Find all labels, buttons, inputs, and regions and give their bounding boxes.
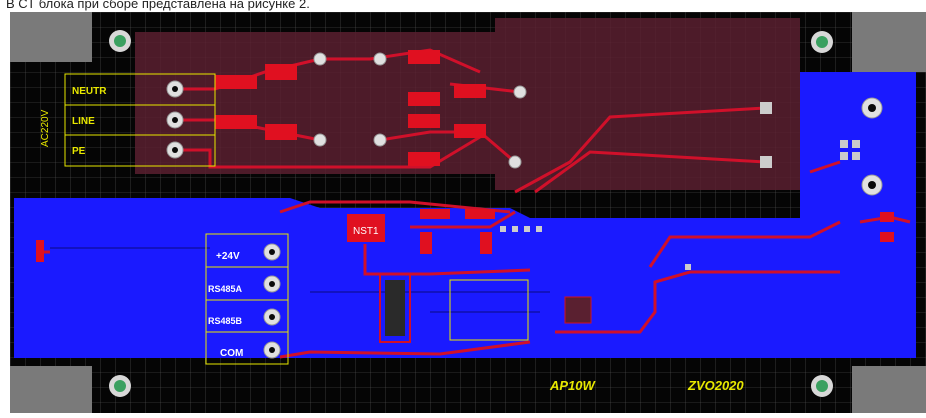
input-terminal-silkscreen — [64, 73, 216, 167]
mounting-holes — [109, 30, 833, 397]
output-label-rs485b: RS485B — [208, 316, 243, 326]
top-traces — [40, 48, 911, 359]
pad-6 — [508, 155, 522, 169]
resistor-1 — [215, 115, 257, 129]
smd-led — [36, 240, 44, 262]
pad-1 — [313, 52, 327, 66]
figure-caption: В СТ блока при сборе представлена на рис… — [6, 0, 310, 11]
capacitor-4 — [408, 152, 440, 166]
pad-2 — [313, 133, 327, 147]
output-label-com: COM — [220, 348, 243, 359]
th-pads — [166, 52, 883, 359]
ic-nst1 — [347, 214, 385, 242]
diode-2 — [454, 124, 486, 138]
smd-r2 — [465, 209, 495, 219]
bottom-traces — [50, 247, 550, 313]
ic-label: NST1 — [353, 226, 379, 237]
model-label: AP10W — [549, 378, 597, 393]
pcb-layout: NST1 AC220V NEUTR LINE PE +24V RS485A RS… — [10, 12, 926, 413]
mcu-footprint — [379, 273, 592, 343]
output-label-rs485a: RS485A — [208, 284, 243, 294]
capacitor-1 — [408, 50, 440, 64]
corner-block-bl — [10, 366, 92, 413]
smd-c1 — [420, 232, 432, 254]
square-pads — [500, 102, 860, 270]
capacitor-2 — [408, 92, 440, 106]
pad-holes — [172, 86, 876, 353]
resistor-2 — [265, 124, 297, 140]
hv-zone-right — [495, 18, 800, 190]
pad-3 — [373, 52, 387, 66]
ac220v-label: AC220V — [40, 109, 51, 147]
output-terminal-silkscreen — [205, 233, 289, 365]
pad-5 — [513, 85, 527, 99]
corner-block-br — [852, 366, 926, 413]
diode-1 — [454, 84, 486, 98]
author-label: ZVO2020 — [687, 378, 744, 393]
smd-r1 — [420, 209, 450, 219]
smd-c2 — [480, 232, 492, 254]
input-label-line: LINE — [72, 116, 95, 127]
pcb-board: NST1 AC220V NEUTR LINE PE +24V RS485A RS… — [10, 12, 926, 413]
corner-block-tl — [10, 12, 92, 62]
output-label-24v: +24V — [216, 251, 240, 262]
input-label-neutr: NEUTR — [72, 86, 107, 97]
smd-r4 — [880, 232, 894, 242]
input-label-pe: PE — [72, 146, 86, 157]
varistor — [265, 64, 297, 80]
smd-r3 — [880, 212, 894, 222]
smd-components — [36, 50, 894, 262]
capacitor-3 — [408, 114, 440, 128]
fuse — [215, 75, 257, 89]
corner-block-tr — [852, 12, 926, 72]
pad-4 — [373, 133, 387, 147]
